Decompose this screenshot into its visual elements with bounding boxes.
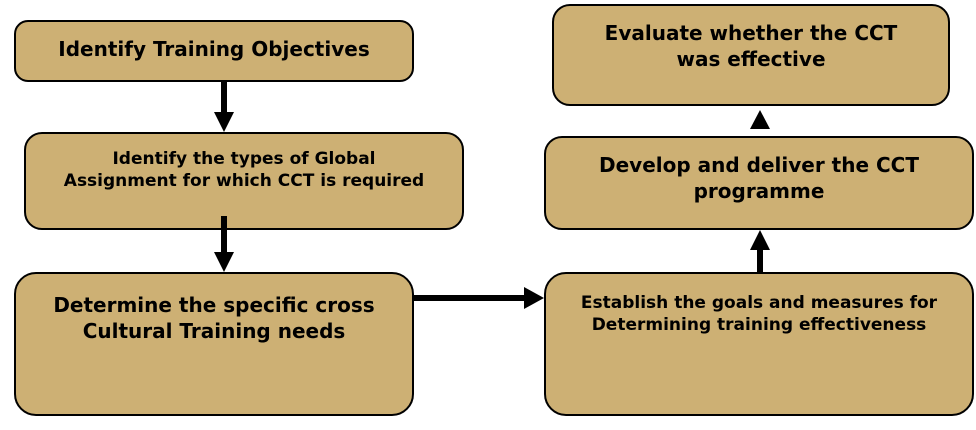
- step-label: Determine the specific cross Cultural Tr…: [53, 293, 375, 343]
- arrow-objectives-to-assignment-types: [214, 82, 234, 132]
- step-label: Identify Training Objectives: [58, 37, 370, 61]
- step-identify-training-objectives: Identify Training Objectives: [14, 20, 414, 82]
- step-label: Establish the goals and measures for Det…: [580, 293, 938, 336]
- step-evaluate-effectiveness: Evaluate whether the CCT was effective: [552, 4, 950, 106]
- step-develop-deliver-programme: Develop and deliver the CCT programme: [544, 136, 974, 230]
- step-label: Evaluate whether the CCT was effective: [604, 21, 898, 71]
- arrow-develop-to-evaluate: [750, 110, 770, 129]
- step-establish-goals-measures: Establish the goals and measures for Det…: [544, 272, 974, 416]
- arrow-goals-to-develop: [750, 230, 770, 272]
- step-identify-assignment-types: Identify the types of Global Assignment …: [24, 132, 464, 230]
- step-label: Develop and deliver the CCT programme: [599, 153, 919, 203]
- step-determine-training-needs: Determine the specific cross Cultural Tr…: [14, 272, 414, 416]
- arrow-assignment-types-to-needs: [214, 216, 234, 272]
- arrow-needs-to-goals: [414, 287, 544, 309]
- step-label: Identify the types of Global Assignment …: [63, 149, 425, 192]
